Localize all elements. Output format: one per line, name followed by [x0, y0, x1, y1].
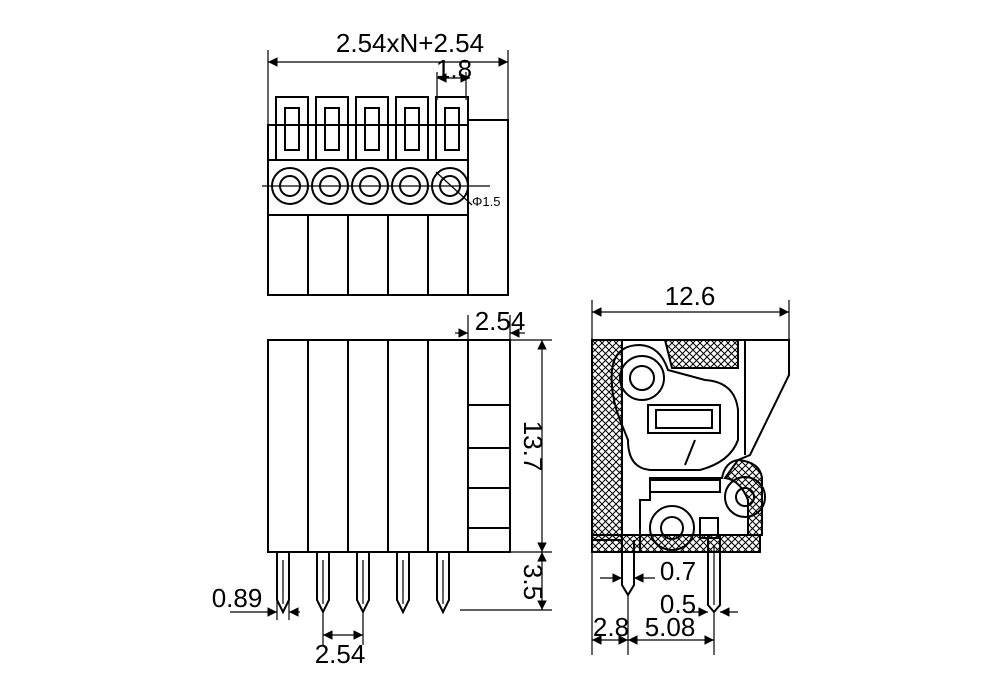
pin-thickness-b-label: 0.5 — [660, 589, 696, 619]
top-body-side-step — [467, 119, 509, 296]
pin — [276, 552, 290, 615]
wire-hole — [351, 167, 389, 205]
release-slot — [435, 96, 469, 161]
wire-hole — [391, 167, 429, 205]
pin-width-label: 0.89 — [212, 583, 263, 613]
release-slot — [395, 96, 429, 161]
pin — [436, 552, 450, 615]
housing-section — [591, 339, 623, 541]
side-body-outline — [592, 339, 790, 552]
release-slot — [355, 96, 389, 161]
slot-width-label: 1.8 — [436, 54, 472, 84]
pin — [396, 552, 410, 615]
height-label: 13.7 — [518, 421, 548, 472]
wire-hole — [431, 167, 469, 205]
release-slot — [315, 96, 349, 161]
top-view: 2.54xN+2.54 1.8 — [262, 28, 509, 296]
wire-hole — [311, 167, 349, 205]
pitch-top-label: 2.54 — [475, 306, 526, 336]
offset-label: 2.8 — [593, 612, 629, 642]
depth-label: 12.6 — [665, 281, 716, 311]
wire-hole — [271, 167, 309, 205]
pin-pitch-label: 2.54 — [315, 639, 366, 669]
pin — [356, 552, 370, 615]
pin — [316, 552, 330, 615]
pin-thickness-a-label: 0.7 — [660, 556, 696, 586]
side-view: 12.6 0.7 0.5 — [591, 281, 790, 655]
overall-width-label: 2.54xN+2.54 — [336, 28, 484, 58]
release-slot — [275, 96, 309, 161]
pin-length-label: 3.5 — [518, 564, 548, 600]
actuator-lever — [610, 343, 739, 471]
hole-diameter-label: Φ1.5 — [472, 194, 500, 209]
pin-spacing-label: 5.08 — [645, 612, 696, 642]
front-view: 2.54 13.7 3.5 0.89 2.54 — [212, 306, 552, 669]
